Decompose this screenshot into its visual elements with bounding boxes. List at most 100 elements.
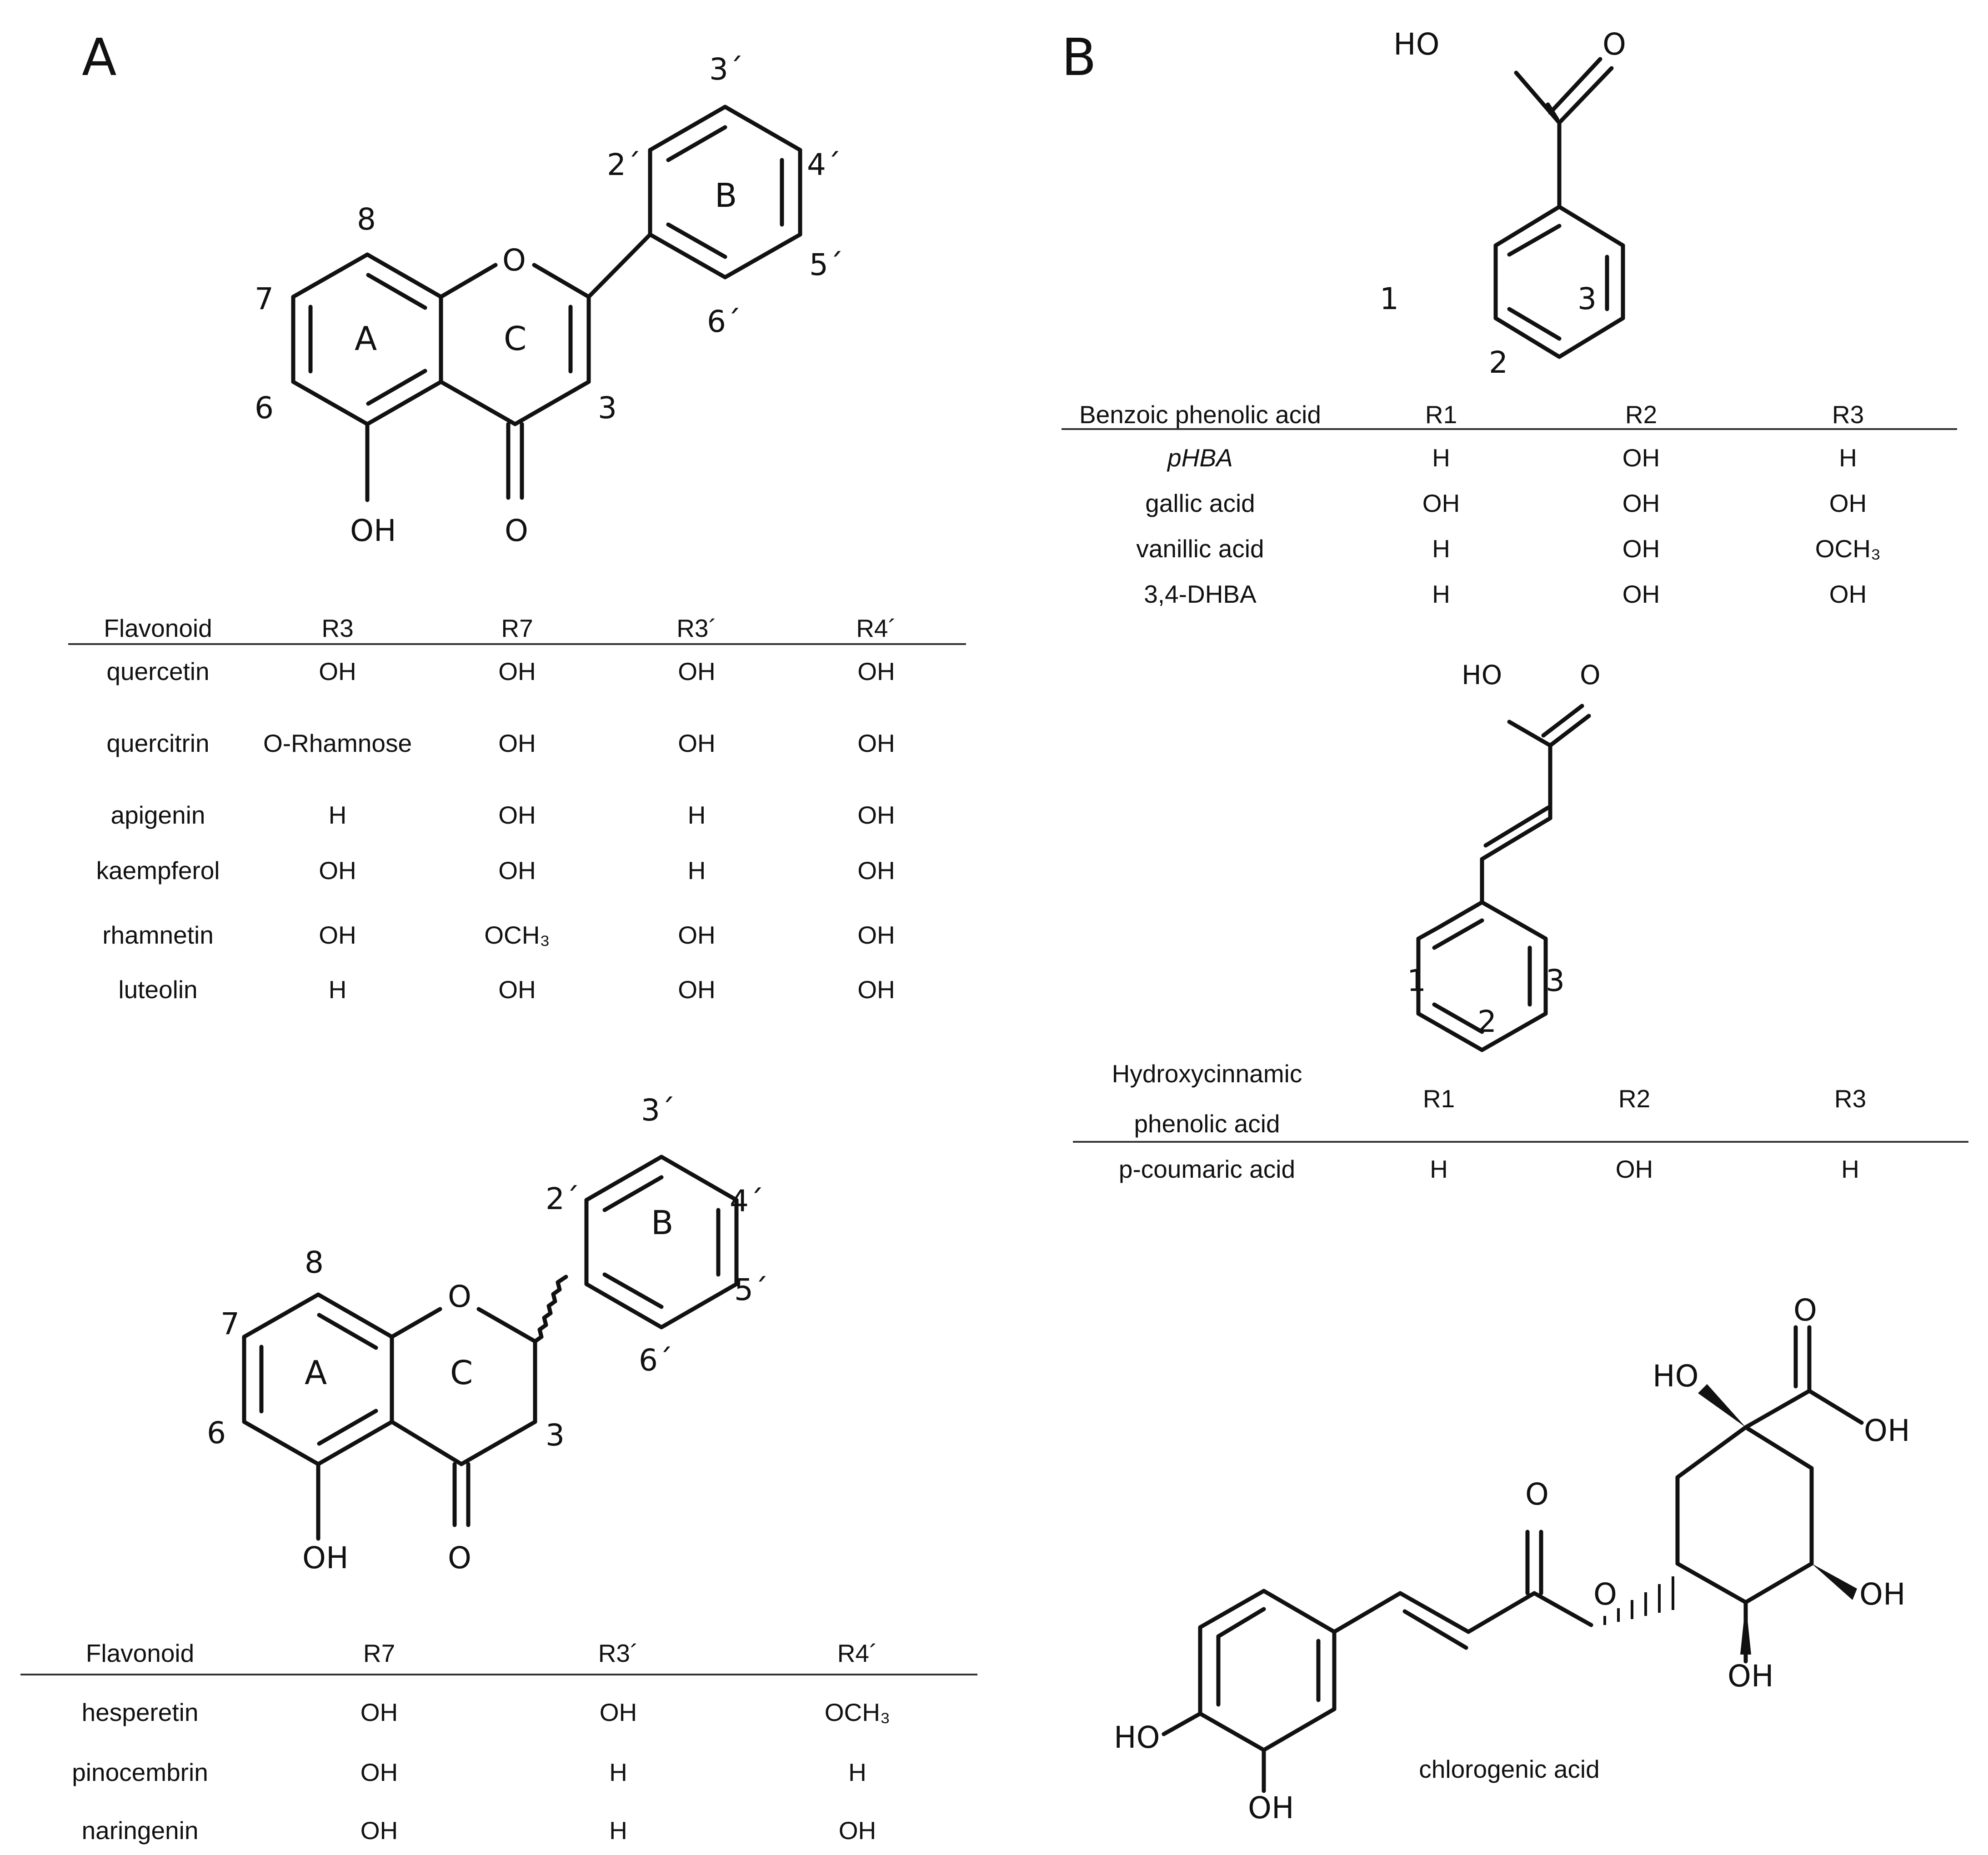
table-row: quercitrin O-Rhamnose OH OH OH: [68, 729, 966, 758]
position-label: 2: [1477, 1004, 1497, 1039]
table-cell: H: [1839, 444, 1857, 472]
atom-label: HO: [1114, 1720, 1160, 1755]
position-label: 6´: [707, 304, 741, 339]
table-header: Hydroxycinnamic: [1112, 1060, 1302, 1088]
position-label: 6: [255, 390, 274, 425]
table-cell: H: [1432, 535, 1450, 563]
table-header: R2: [1618, 1085, 1651, 1113]
position-label: 3: [598, 390, 617, 425]
table-cell: OH: [319, 657, 356, 685]
table-cell: hesperetin: [81, 1698, 199, 1726]
position-label: 4´: [730, 1184, 764, 1219]
hydroxycinnamic-acid-table: Hydroxycinnamic phenolic acid R1 R2 R3 p…: [1073, 1059, 1968, 1195]
position-label: 4´: [807, 147, 841, 182]
atom-label: OH: [302, 1540, 349, 1575]
table-cell: H: [609, 1758, 627, 1786]
ring-label-b: B: [715, 176, 737, 215]
position-label: 2: [1489, 345, 1508, 380]
table-cell: OCH₃: [1815, 535, 1881, 563]
table-header-row: Flavonoid R3 R7 R3´ R4´: [68, 614, 966, 643]
table-cell: OH: [857, 921, 895, 949]
table-row: vanillic acid H OH OCH₃: [1062, 534, 1957, 563]
table-cell: pHBA: [1167, 444, 1233, 472]
table-cell: H: [1841, 1155, 1859, 1183]
table-header: R7: [363, 1639, 396, 1667]
position-label: 8: [357, 202, 376, 237]
table-row: gallic acid OH OH OH: [1062, 489, 1957, 518]
table-header: R1: [1422, 1085, 1455, 1113]
table-cell: OH: [498, 729, 536, 757]
position-label: 7: [220, 1306, 240, 1341]
table-header: R7: [501, 614, 533, 642]
table-cell: OH: [678, 729, 716, 757]
atom-label: OH: [1728, 1659, 1774, 1694]
table-rule: [1062, 428, 1957, 430]
position-label: 3´: [709, 52, 743, 87]
table-cell: kaempferol: [96, 856, 220, 885]
atom-label: OH: [350, 513, 396, 548]
table-header: R3´: [676, 614, 717, 642]
table-cell: OH: [599, 1698, 637, 1726]
position-label: 2´: [546, 1181, 580, 1216]
table-cell: OH: [1422, 489, 1460, 517]
ring-label-c: C: [504, 320, 526, 358]
table-header: R4´: [837, 1639, 878, 1667]
atom-label: O: [448, 1279, 471, 1314]
table-row: pinocembrin OH H H: [20, 1758, 977, 1787]
table-cell: OH: [498, 975, 536, 1004]
table-cell: OH: [498, 657, 536, 685]
table-row: naringenin OH H OH: [20, 1816, 977, 1845]
table-cell: OH: [857, 657, 895, 685]
flavone-table: Flavonoid R3 R7 R3´ R4´ quercetin OH OH …: [68, 607, 966, 1016]
table-cell: OH: [1829, 580, 1867, 608]
position-label: 1: [1380, 281, 1399, 316]
atom-label: O: [1580, 660, 1601, 690]
table-cell: OH: [1622, 535, 1660, 563]
table-cell: p-coumaric acid: [1118, 1155, 1296, 1183]
position-label: 8: [305, 1245, 324, 1280]
table-cell: OH: [1829, 489, 1867, 517]
table-row: rhamnetin OH OCH₃ OH OH: [68, 920, 966, 950]
table-cell: OH: [498, 801, 536, 829]
table-cell: H: [687, 801, 706, 829]
table-cell: OH: [1622, 444, 1660, 472]
table-cell: OH: [360, 1698, 398, 1726]
chlorogenic-acid-structure: [1162, 1325, 1864, 1793]
table-cell: naringenin: [81, 1816, 199, 1845]
table-row: quercetin OH OH OH OH: [68, 657, 966, 686]
table-cell: OH: [838, 1816, 876, 1845]
table-cell: H: [687, 856, 706, 885]
table-row: 3,4-DHBA H OH OH: [1062, 580, 1957, 609]
table-header: R3: [1832, 400, 1864, 429]
table-cell: 3,4-DHBA: [1144, 580, 1257, 608]
position-label: 6: [207, 1415, 226, 1450]
position-label: 5´: [734, 1272, 768, 1307]
flavanone-table: Flavonoid R7 R3´ R4´ hesperetin OH OH OC…: [20, 1632, 977, 1845]
table-header: Flavonoid: [85, 1639, 195, 1667]
position-label: 3: [1577, 281, 1597, 316]
position-label: 1: [1407, 963, 1426, 998]
table-cell: rhamnetin: [102, 921, 214, 949]
table-cell: OH: [360, 1758, 398, 1786]
table-header: R2: [1625, 400, 1658, 429]
atom-label: HO: [1393, 27, 1440, 62]
table-cell: OH: [678, 657, 716, 685]
table-cell: OH: [857, 856, 895, 885]
table-cell: OH: [1615, 1155, 1653, 1183]
atom-label: O: [448, 1540, 471, 1575]
table-header: Flavonoid: [104, 614, 212, 642]
table-row: pHBA H OH H: [1062, 443, 1957, 472]
table-cell: H: [328, 801, 347, 829]
table-cell: apigenin: [110, 801, 205, 829]
table-cell: OH: [498, 856, 536, 885]
table-cell: pinocembrin: [72, 1758, 208, 1786]
atom-label: HO: [1652, 1359, 1699, 1394]
table-cell: OH: [678, 975, 716, 1004]
table-header: R4´: [856, 614, 896, 642]
table-cell: OH: [857, 975, 895, 1004]
benzoic-acid-structure: [1493, 57, 1625, 359]
table-cell: quercitrin: [106, 729, 210, 757]
table-cell: H: [328, 975, 347, 1004]
